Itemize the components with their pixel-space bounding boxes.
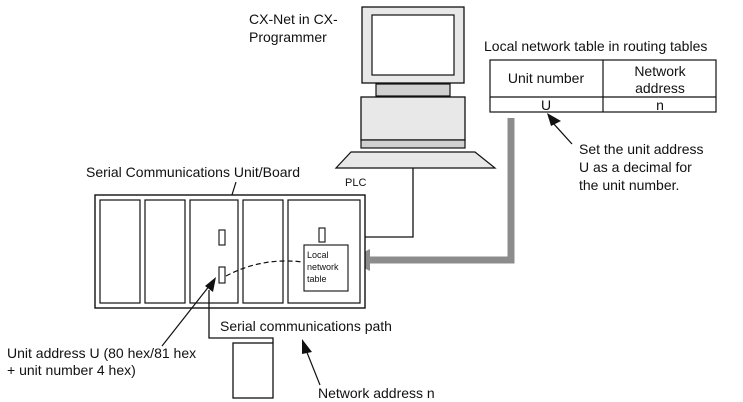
scu-port-bottom — [218, 266, 226, 284]
set-address-arrow — [547, 113, 573, 145]
header-network-line2: address — [635, 80, 685, 96]
monitor-neck — [375, 83, 451, 97]
routing-table: Local network table in routing tables Un… — [484, 38, 717, 113]
network-address-arrow — [302, 339, 321, 386]
cell-unit-U: U — [541, 97, 551, 113]
set-address-line3: the unit number. — [579, 177, 679, 193]
network-address-label: Network address n — [318, 385, 435, 401]
header-unit-number: Unit number — [508, 70, 585, 86]
routing-table-caption: Local network table in routing tables — [484, 38, 707, 54]
serial-path-label: Serial communications path — [220, 318, 392, 334]
local-table-line1: Local — [307, 250, 329, 260]
computer-label-line1: CX-Net in CX- — [249, 11, 338, 27]
local-network-table-box — [303, 244, 349, 292]
unit-address-line2: + unit number 4 hex) — [7, 362, 136, 378]
keyboard — [334, 151, 497, 169]
rack-slot-4 — [242, 199, 284, 304]
cell-network-n: n — [656, 97, 664, 113]
computer-base — [360, 96, 466, 141]
monitor-screen — [371, 14, 455, 76]
computer-base-lower — [360, 139, 466, 149]
header-network-line1: Network — [634, 63, 686, 79]
set-address-line2: U as a decimal for — [579, 159, 692, 175]
computer: CX-Net in CX- Programmer — [249, 6, 497, 169]
local-table-line2: network — [307, 262, 339, 272]
plc-label: PLC — [345, 177, 366, 189]
rack-slot-1 — [99, 199, 141, 304]
scu-label: Serial Communications Unit/Board — [86, 164, 300, 180]
rack-slot-2 — [144, 199, 186, 304]
scu-port-top — [218, 229, 226, 246]
serial-path-line — [208, 290, 274, 343]
computer-label-line2: Programmer — [249, 29, 327, 45]
unit-address-line1: Unit address U (80 hex/81 hex — [7, 345, 196, 361]
set-address-line1: Set the unit address — [579, 141, 704, 157]
local-table-line3: table — [307, 274, 327, 284]
terminal-device — [232, 342, 274, 399]
unit-address-arrow — [161, 277, 216, 347]
plc-rack: Local network table — [94, 194, 366, 309]
rack-slot-scu — [189, 199, 239, 304]
cpu-port — [318, 227, 326, 243]
